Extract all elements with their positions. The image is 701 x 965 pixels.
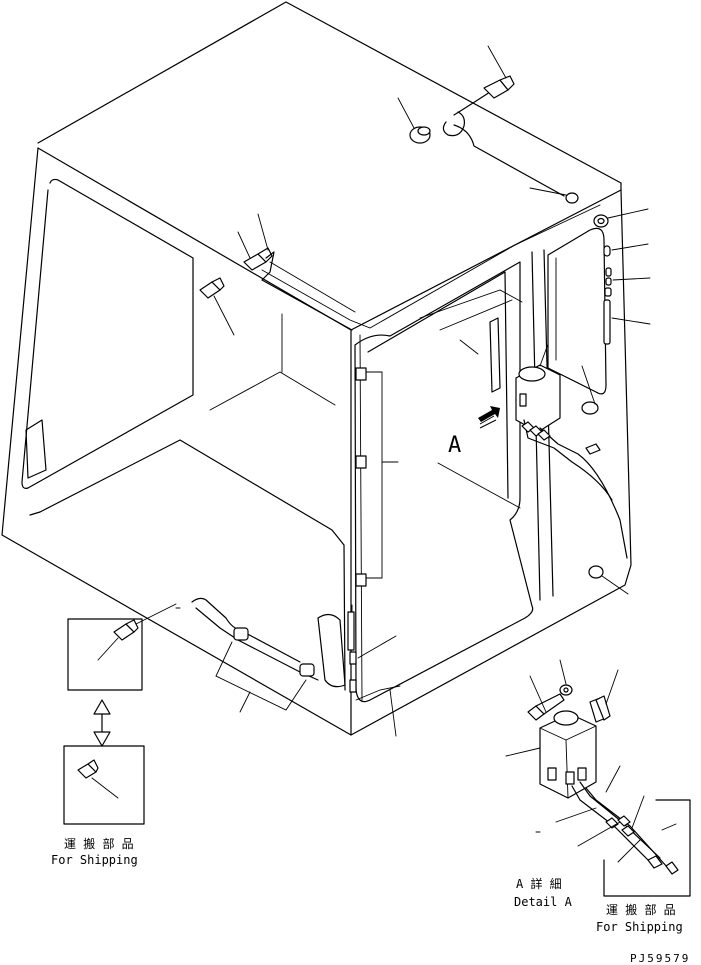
door-clips bbox=[347, 367, 383, 693]
grommet-roof bbox=[409, 126, 431, 144]
shipping-box-top bbox=[67, 603, 177, 691]
shipping-left-jp: 運 搬 部 品 bbox=[64, 836, 134, 851]
detail-a-en: Detail A bbox=[514, 895, 573, 909]
detail-a-hoses bbox=[571, 781, 679, 875]
grommet-bottom bbox=[588, 565, 604, 579]
washer-nozzle-left bbox=[243, 247, 353, 331]
washer-tank-mounted bbox=[489, 317, 628, 559]
drawing-number: PJ59579 bbox=[630, 952, 690, 965]
detail-a-washer bbox=[559, 684, 573, 696]
view-marker-a: A bbox=[448, 433, 461, 458]
shipping-box-right bbox=[603, 799, 691, 897]
right-fittings bbox=[593, 214, 612, 345]
shipping-right-en: For Shipping bbox=[596, 920, 683, 934]
washer-nozzle-top bbox=[483, 75, 515, 99]
detail-a-bracket bbox=[589, 695, 611, 723]
double-arrow-icon bbox=[93, 699, 111, 747]
detail-a-bolt bbox=[527, 693, 565, 721]
shipping-box-bottom bbox=[63, 745, 145, 825]
washer-nozzle-pillar bbox=[199, 277, 225, 299]
shipping-right-jp: 運 搬 部 品 bbox=[606, 902, 676, 917]
detail-a-washer-tank bbox=[539, 710, 597, 799]
detail-a-jp: A 詳 細 bbox=[516, 876, 562, 891]
shipping-left-en: For Shipping bbox=[51, 853, 138, 867]
front-lower-hose bbox=[191, 597, 319, 681]
view-arrow bbox=[478, 406, 500, 429]
operator-cab bbox=[1, 1, 632, 736]
grommet-corner bbox=[565, 192, 579, 204]
